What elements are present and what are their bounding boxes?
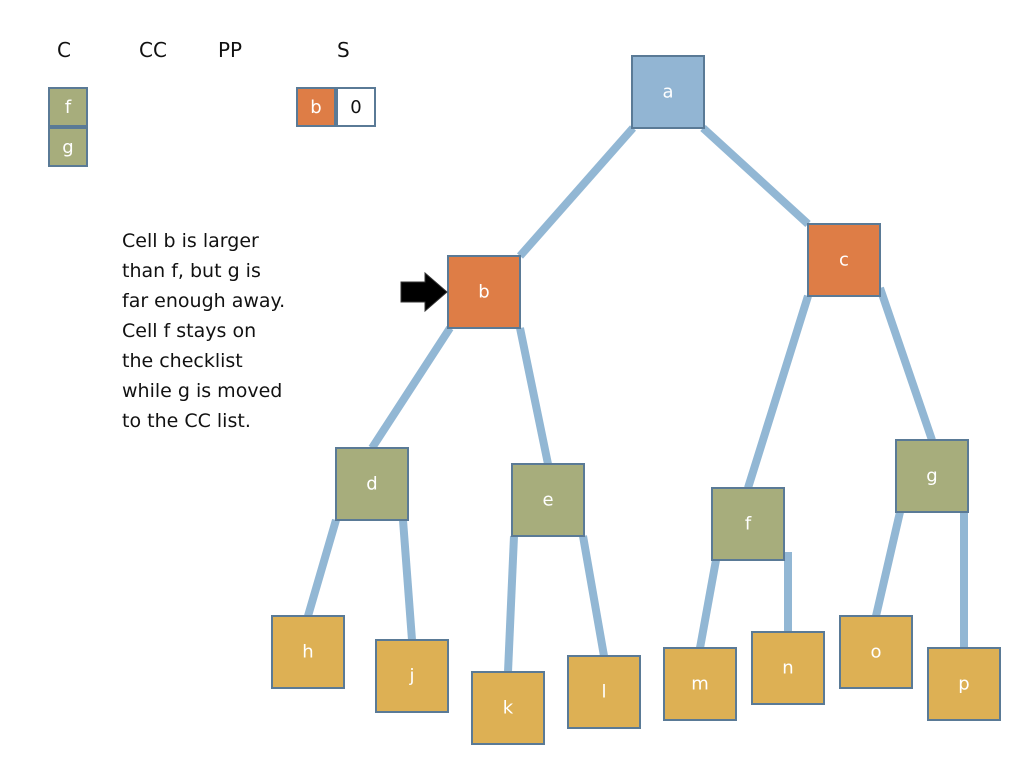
edge-g-o (872, 511, 904, 617)
tree-node-label: c (839, 250, 849, 271)
header-s: S (337, 38, 350, 62)
caption-line: to the CC list. (122, 410, 251, 432)
caption-line: Cell b is larger (122, 230, 259, 252)
tree-node-m: m (663, 647, 737, 721)
edge-d-h (304, 518, 340, 618)
edge-a-c (700, 125, 811, 227)
tree-node-label: f (745, 514, 752, 535)
tree-node-label: g (926, 466, 937, 487)
tree-node-e: e (511, 463, 585, 537)
edge-e-l (579, 535, 608, 657)
tree-node-k: k (471, 671, 545, 745)
tree-node-label: e (542, 490, 553, 511)
tree-node-label: o (870, 642, 881, 663)
tree-node-o: o (839, 615, 913, 689)
arrow-right-icon (400, 271, 448, 313)
edge-e-k (504, 535, 518, 673)
edge-a-b (517, 125, 636, 259)
edge-c-f (744, 294, 812, 490)
tree-node-a: a (631, 55, 705, 129)
caption-line: than f, but g is (122, 260, 261, 282)
caption-line: while g is moved (122, 380, 283, 402)
checklist-cell: f (48, 87, 88, 127)
tree-node-label: d (366, 474, 377, 495)
s-stack-key: b (296, 87, 336, 127)
edge-d-j (399, 519, 416, 641)
caption-line: far enough away. (122, 290, 286, 312)
tree-node-n: n (751, 631, 825, 705)
tree-node-label: h (302, 642, 313, 663)
caption: Cell b is larger than f, but g is far en… (122, 226, 322, 436)
edge-b-d (368, 325, 454, 451)
tree-node-label: p (958, 674, 969, 695)
header-pp: PP (218, 38, 243, 62)
tree-node-label: l (601, 682, 606, 703)
caption-line: Cell f stays on (122, 320, 257, 342)
tree-node-label: a (662, 82, 673, 103)
tree-node-d: d (335, 447, 409, 521)
tree-node-l: l (567, 655, 641, 729)
header-c: C (57, 38, 71, 62)
tree-node-label: n (782, 658, 793, 679)
tree-node-j: j (375, 639, 449, 713)
s-stack-value: 0 (336, 87, 376, 127)
tree-node-h: h (271, 615, 345, 689)
tree-node-g: g (895, 439, 969, 513)
tree-node-label: k (503, 698, 514, 719)
tree-node-f: f (711, 487, 785, 561)
tree-node-c: c (807, 223, 881, 297)
tree-node-label: m (691, 674, 709, 695)
caption-line: the checklist (122, 350, 243, 372)
tree-node-label: j (408, 666, 414, 687)
edge-f-m (696, 559, 720, 649)
header-cc: CC (139, 38, 167, 62)
checklist-cell: g (48, 127, 88, 167)
tree-node-p: p (927, 647, 1001, 721)
edge-c-g (876, 286, 936, 442)
edge-b-e (516, 327, 552, 465)
tree-node-label: b (478, 282, 489, 303)
tree-node-b: b (447, 255, 521, 329)
